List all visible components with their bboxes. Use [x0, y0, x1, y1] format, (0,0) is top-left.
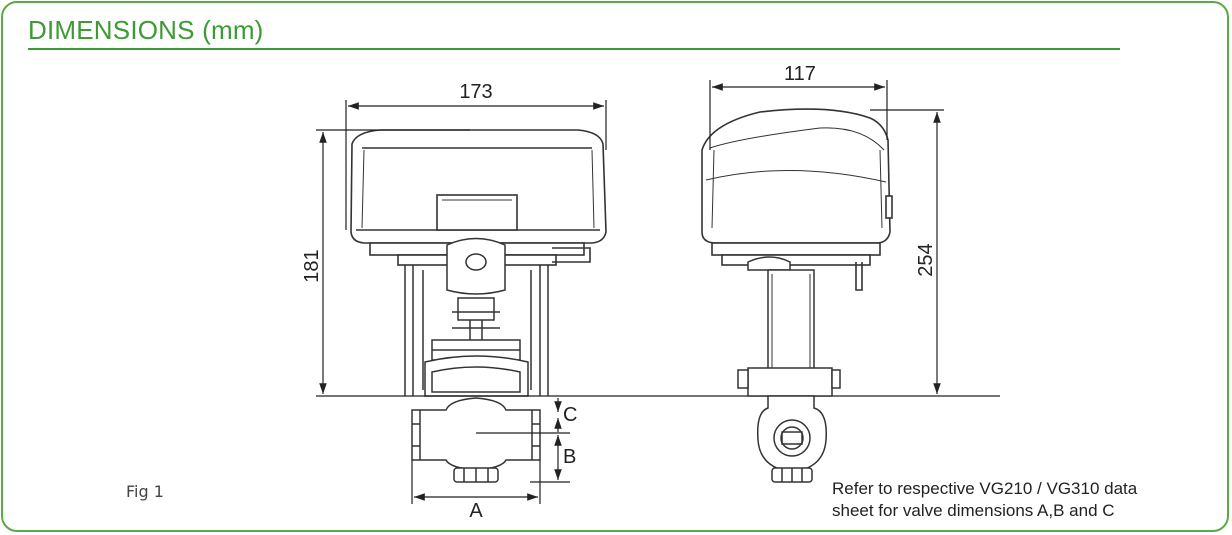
dim-117-label: 117: [784, 63, 816, 85]
figure-caption: Fig 1: [126, 482, 164, 501]
note-line-1: Refer to respective VG210 / VG310 data: [832, 479, 1138, 498]
dim-b-label: B: [563, 446, 576, 468]
dim-181-label: 181: [301, 249, 323, 282]
note-line-2: sheet for valve dimensions A,B and C: [832, 501, 1115, 520]
front-view-yoke: [404, 237, 549, 397]
dim-254-label: 254: [915, 243, 937, 276]
side-view-valve-body: [756, 395, 827, 483]
front-view-valve-body: [411, 397, 541, 483]
side-dimension-lines: [709, 80, 944, 394]
section-title: DIMENSIONS (mm): [28, 15, 264, 45]
valve-dimension-note: Refer to respective VG210 / VG310 data s…: [832, 478, 1137, 522]
dim-a-label: A: [469, 500, 483, 522]
dim-173-label: 173: [459, 81, 492, 103]
side-view-yoke: [737, 256, 841, 397]
side-view-actuator: [701, 108, 893, 291]
front-dimension-lines: [316, 100, 1000, 504]
dim-c-label: C: [563, 404, 577, 426]
title-underline: [28, 48, 1120, 50]
